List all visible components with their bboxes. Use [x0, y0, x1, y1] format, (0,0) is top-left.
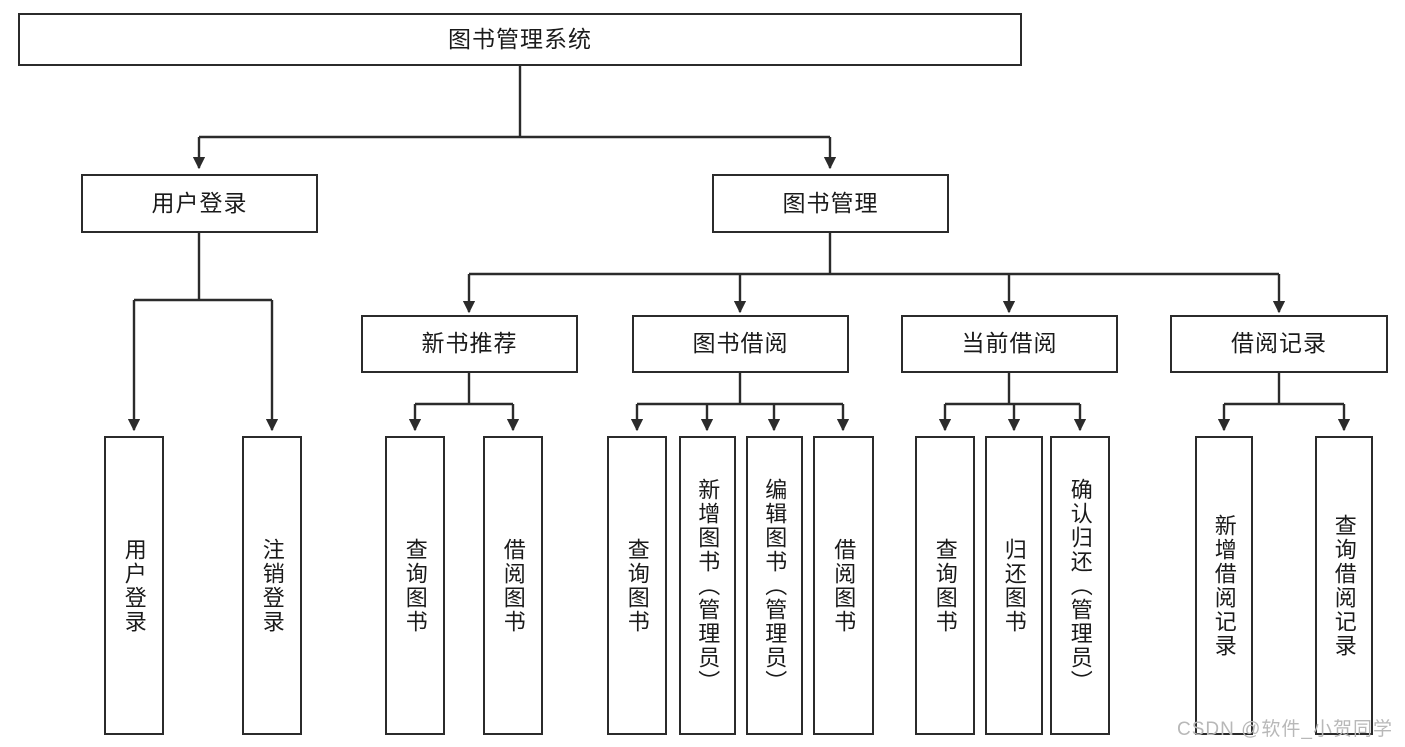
- node-label: 查询图书: [624, 537, 650, 634]
- leaf-book-borrow-borrow-book[interactable]: 借阅图书: [813, 436, 874, 735]
- node-label: 注销登录: [259, 537, 285, 634]
- node-label: 查询图书: [402, 537, 428, 634]
- csdn-watermark: CSDN @软件_小贺同学: [1177, 719, 1393, 740]
- node-label: 借阅图书: [831, 537, 857, 634]
- node-label: 当前借阅: [961, 330, 1058, 357]
- node-label: 查询图书: [932, 537, 958, 634]
- leaf-user-login-logout[interactable]: 注销登录: [242, 436, 302, 735]
- node-label: 图书借阅: [692, 330, 789, 357]
- node-label: 新增图书（管理员）: [695, 477, 721, 694]
- node-label: 图书管理系统: [448, 25, 592, 52]
- node-label: 借阅图书: [500, 537, 526, 634]
- node-root-book-management-system[interactable]: 图书管理系统: [18, 13, 1022, 66]
- node-label: 编辑图书（管理员）: [762, 477, 788, 694]
- node-user-login[interactable]: 用户登录: [81, 174, 318, 233]
- node-book-borrow[interactable]: 图书借阅: [632, 315, 849, 373]
- node-borrow-record[interactable]: 借阅记录: [1170, 315, 1388, 373]
- leaf-book-borrow-query-book[interactable]: 查询图书: [607, 436, 667, 735]
- leaf-borrow-record-add-record[interactable]: 新增借阅记录: [1195, 436, 1253, 735]
- node-label: 借阅记录: [1231, 330, 1327, 357]
- node-label: 图书管理: [782, 189, 879, 216]
- leaf-current-borrow-confirm-return-admin[interactable]: 确认归还（管理员）: [1050, 436, 1110, 735]
- node-label: 新书推荐: [421, 330, 518, 357]
- node-label: 确认归还（管理员）: [1067, 477, 1093, 694]
- node-label: 新增借阅记录: [1211, 513, 1237, 658]
- node-label: 归还图书: [1001, 537, 1027, 634]
- leaf-current-borrow-return-book[interactable]: 归还图书: [985, 436, 1043, 735]
- leaf-current-borrow-query-book[interactable]: 查询图书: [915, 436, 975, 735]
- node-label: 查询借阅记录: [1331, 513, 1357, 658]
- node-label: 用户登录: [151, 189, 248, 216]
- node-current-borrow[interactable]: 当前借阅: [901, 315, 1118, 373]
- node-book-management[interactable]: 图书管理: [712, 174, 949, 233]
- leaf-user-login-login[interactable]: 用户登录: [104, 436, 164, 735]
- leaf-borrow-record-query-record[interactable]: 查询借阅记录: [1315, 436, 1373, 735]
- node-new-book-recommend[interactable]: 新书推荐: [361, 315, 578, 373]
- leaf-new-book-borrow-book[interactable]: 借阅图书: [483, 436, 543, 735]
- leaf-book-borrow-edit-book-admin[interactable]: 编辑图书（管理员）: [746, 436, 803, 735]
- node-label: 用户登录: [121, 537, 147, 634]
- leaf-new-book-query-book[interactable]: 查询图书: [385, 436, 445, 735]
- leaf-book-borrow-add-book-admin[interactable]: 新增图书（管理员）: [679, 436, 736, 735]
